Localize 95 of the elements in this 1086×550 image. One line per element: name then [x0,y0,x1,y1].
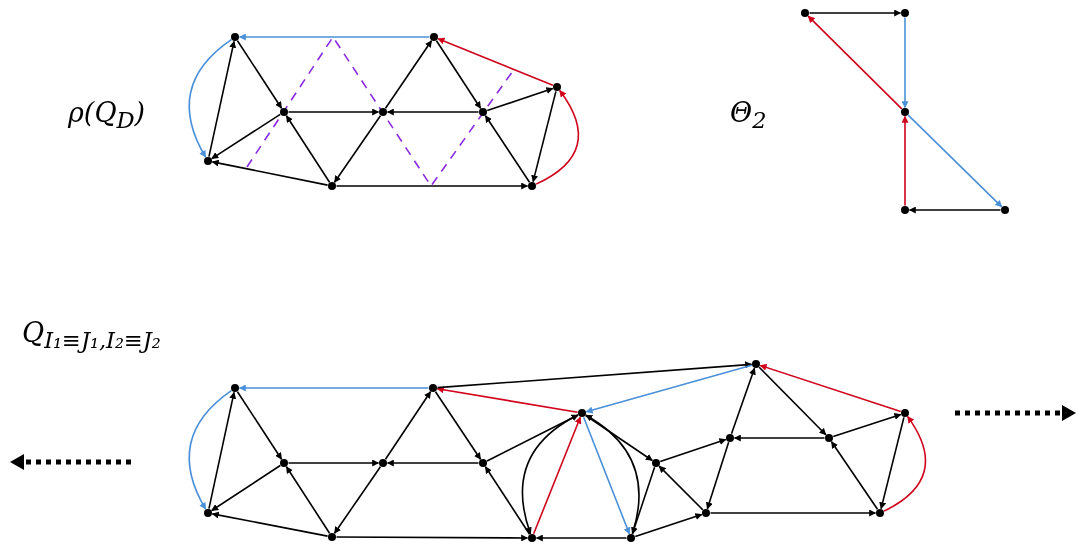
arrow [585,364,753,414]
arrow [531,90,557,183]
curved-arrow [883,415,927,512]
arrow [634,513,703,538]
vertex-dot [901,206,909,214]
arrow [535,534,628,542]
arrow [730,367,756,435]
curved-arrow [535,89,580,185]
arrow [808,9,902,17]
arrow [733,434,826,442]
vertex-dot [1001,206,1009,214]
math-label: ρ(Q$_{D}$) [68,98,146,134]
curved-arrow [188,389,233,510]
vertex-dot [479,459,487,467]
arrow [386,459,480,467]
arrow [807,15,903,110]
arrow [908,206,1002,214]
vertex-dot [430,33,438,41]
vertex-dot [280,108,288,116]
vertex-dot [726,434,734,442]
arrow [582,416,631,535]
arrow [435,39,482,110]
arrow [434,390,482,461]
arrow [830,440,879,511]
arrow [333,465,382,535]
arrow [238,33,431,41]
arrow [211,159,329,186]
arrow [287,108,380,116]
arrow [907,114,1003,208]
arrow [333,114,382,184]
arrow [335,534,529,542]
vertex-dot [280,459,288,467]
vertex-dot [901,108,909,116]
arrow [658,465,704,511]
arrow [384,390,432,461]
math-label: Θ$_{2}$ [730,98,767,134]
arrow [759,364,902,413]
vertex-dot [901,409,909,417]
vertex-dot [825,434,833,442]
arrow [901,16,909,109]
vertex-dot [231,33,239,41]
vertex-dot [627,534,635,542]
vertex-dot [702,509,710,517]
arrow [659,438,727,463]
arrow [879,416,905,510]
vertex-dot [328,533,336,541]
arrow [532,416,582,535]
arrow [236,39,283,110]
arrow [210,464,282,512]
arrow [386,108,480,116]
vertex-dot [752,360,760,368]
vertex-dot [801,9,809,17]
arrow [208,391,237,510]
arrow [484,465,531,536]
arrow [335,182,529,190]
vertex-dot [204,509,212,517]
vertex-dot [901,9,909,17]
arrow [709,509,877,517]
arrow [437,37,554,87]
arrow [832,413,902,438]
arrow [208,40,237,158]
vertex-dot [204,157,212,165]
arrow [901,115,909,207]
vertex-dot [231,384,239,392]
vertex-dot [429,384,437,392]
arrow [211,113,282,160]
arrow [705,441,730,510]
vertex-dot [479,108,487,116]
arrow [758,366,827,436]
arrow [484,114,531,184]
arrow [238,384,430,392]
arrow [631,466,656,535]
arrow [436,386,579,414]
vertex-dot [578,409,586,417]
arrow [287,459,380,467]
vertex-dot [652,459,660,467]
arrow [236,390,283,461]
arrow [486,87,554,112]
vertex-dot [553,83,561,91]
arrow [285,465,331,534]
math-label: Q$_{I₁≡J₁,I₂≡J₂}$ [22,318,161,354]
arrow [486,414,579,462]
vertex-dot [379,108,387,116]
vertex-dot [528,182,536,190]
vertex-dot [528,534,536,542]
arrow [285,115,331,183]
arrow [211,511,329,537]
vertex-dot [876,509,884,517]
arrow [436,361,753,389]
arrow [384,39,433,110]
curved-arrow [188,38,233,158]
arrow [584,414,654,462]
vertex-dot [379,459,387,467]
curved-arrow [521,414,579,535]
vertex-dot [328,182,336,190]
